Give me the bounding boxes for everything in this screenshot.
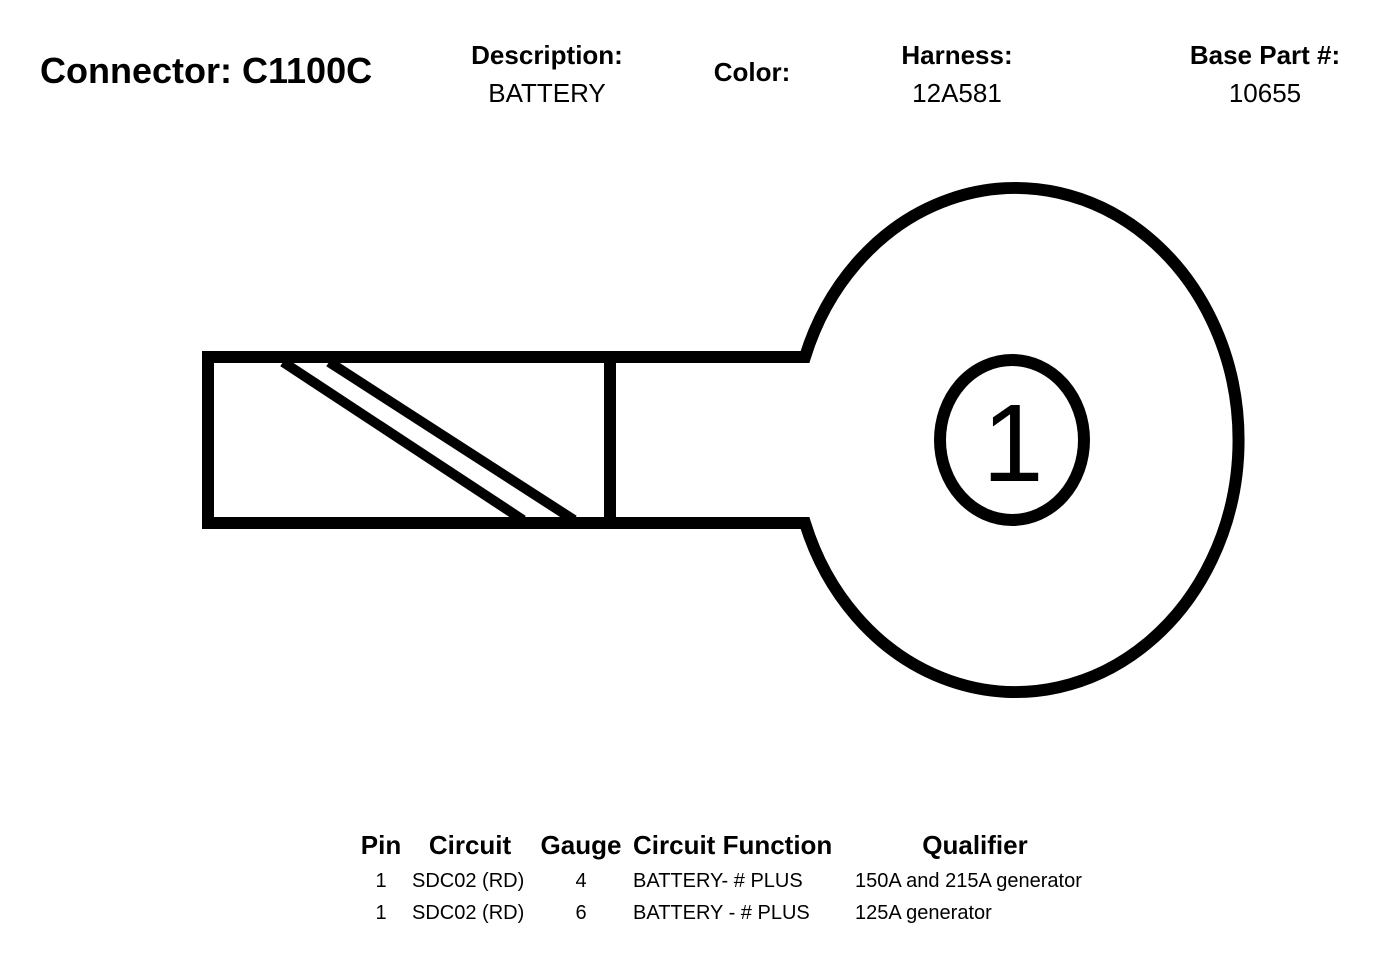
- gauge-cell: 4: [575, 870, 587, 892]
- gauge-cell: 6: [575, 902, 587, 924]
- description-field: Description: BATTERY: [447, 40, 647, 108]
- base-part-value: 10655: [1228, 78, 1302, 108]
- circuit-function-cell: BATTERY- # PLUS: [633, 870, 803, 892]
- pin-cell: 1: [375, 902, 387, 924]
- harness-label: Harness:: [901, 40, 1013, 70]
- description-label: Description:: [471, 40, 623, 70]
- color-label: Color:: [713, 57, 791, 87]
- ring-terminal: [202, 182, 1245, 698]
- base-part-field: Base Part #: 10655: [1155, 40, 1375, 108]
- crimp-stripe-left: [280, 357, 526, 525]
- base-part-label: Base Part #:: [1189, 40, 1341, 70]
- terminal-outline: [202, 182, 1245, 698]
- harness-field: Harness: 12A581: [857, 40, 1057, 108]
- circuit-cell: SDC02 (RD): [412, 902, 525, 924]
- column-header-circuit: Circuit: [428, 830, 512, 860]
- circuit-cell: SDC02 (RD): [412, 870, 525, 892]
- color-field: Color:: [672, 57, 832, 87]
- connector-title: Connector: C1100C: [40, 50, 373, 91]
- column-header-qualifier: Qualifier: [922, 830, 1028, 860]
- harness-value: 12A581: [912, 78, 1002, 108]
- qualifier-cell: 125A generator: [855, 902, 992, 924]
- description-value: BATTERY: [488, 78, 606, 108]
- crimp-stripe-right: [326, 357, 577, 525]
- pin-number-label: 1: [982, 382, 1043, 505]
- column-header-pin: Pin: [360, 830, 402, 860]
- qualifier-cell: 150A and 215A generator: [855, 870, 1082, 892]
- pin-cell: 1: [375, 870, 387, 892]
- circuit-function-cell: BATTERY - # PLUS: [633, 902, 810, 924]
- pin-circle: [934, 354, 1090, 526]
- column-header-circuit-function: Circuit Function: [633, 830, 833, 860]
- column-header-gauge: Gauge: [540, 830, 622, 860]
